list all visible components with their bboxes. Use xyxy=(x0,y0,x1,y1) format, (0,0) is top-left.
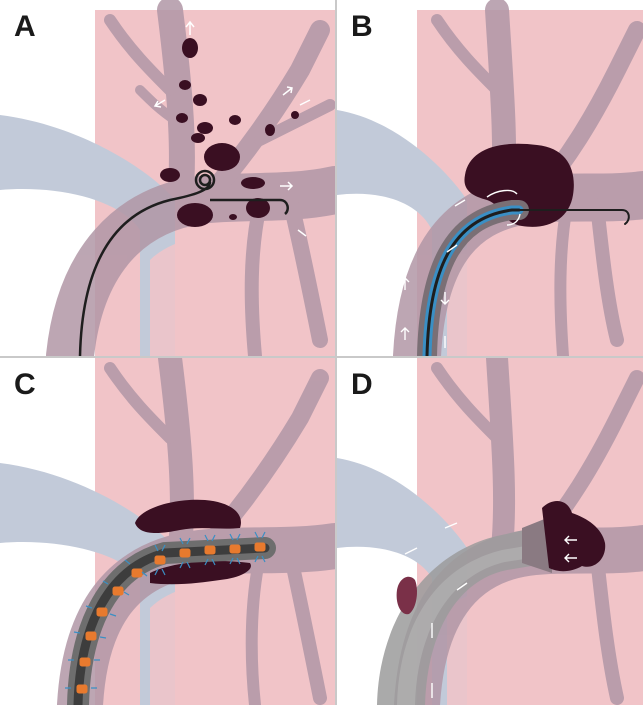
panel-c-illustration xyxy=(0,358,335,705)
panel-c: C xyxy=(0,358,335,705)
vertical-divider xyxy=(335,0,337,705)
panel-b-illustration xyxy=(337,0,643,356)
panel-label: C xyxy=(14,370,36,400)
panel-label: A xyxy=(14,12,36,42)
panel-label: D xyxy=(351,370,373,400)
panel-label: B xyxy=(351,12,373,42)
panel-b: B xyxy=(337,0,643,356)
panel-a-illustration xyxy=(0,0,335,356)
panel-d: D xyxy=(337,358,643,705)
panel-d-illustration xyxy=(337,358,643,705)
horizontal-divider xyxy=(0,356,643,358)
panel-a: A xyxy=(0,0,335,356)
